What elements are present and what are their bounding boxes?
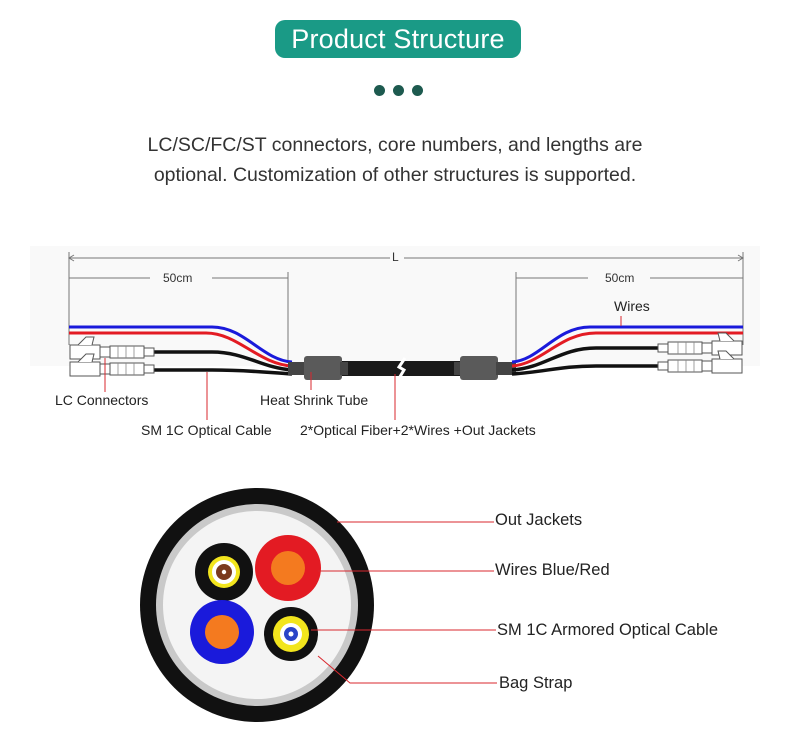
heat-shrink-label: Heat Shrink Tube (260, 392, 369, 408)
cross-section (140, 488, 374, 722)
description-line-2: optional. Customization of other structu… (153, 164, 637, 186)
heat-shrink-left (288, 356, 348, 380)
dot (412, 85, 423, 96)
section-leader-lines (311, 521, 497, 684)
left-segment-label: 50cm (163, 271, 193, 285)
composite-cable-label: 2*Optical Fiber+2*Wires +Out Jackets (300, 422, 536, 438)
sm-cable-label: SM 1C Optical Cable (141, 422, 272, 438)
heat-shrink-right (454, 356, 516, 380)
decorative-dots (374, 85, 423, 96)
cable-leader-lines (104, 316, 622, 420)
armored-cable-label: SM 1C Armored Optical Cable (497, 621, 719, 639)
wires-blue-red-label: Wires Blue/Red (495, 561, 610, 579)
lc-connectors-label: LC Connectors (55, 392, 149, 408)
right-segment-label: 50cm (605, 271, 635, 285)
right-wires (511, 325, 743, 376)
bag-strap-label: Bag Strap (499, 674, 573, 692)
left-wires (69, 325, 293, 376)
length-label: L (392, 250, 399, 264)
diagram-background (30, 246, 760, 366)
description: LC/SC/FC/ST connectors, core numbers, an… (0, 130, 790, 190)
section-title: Product Structure (275, 20, 521, 58)
description-line-1: LC/SC/FC/ST connectors, core numbers, an… (147, 134, 643, 156)
dimension-lines (68, 252, 744, 360)
wires-label: Wires (614, 298, 650, 314)
dot (393, 85, 404, 96)
out-jackets-label: Out Jackets (495, 511, 583, 529)
dot (374, 85, 385, 96)
